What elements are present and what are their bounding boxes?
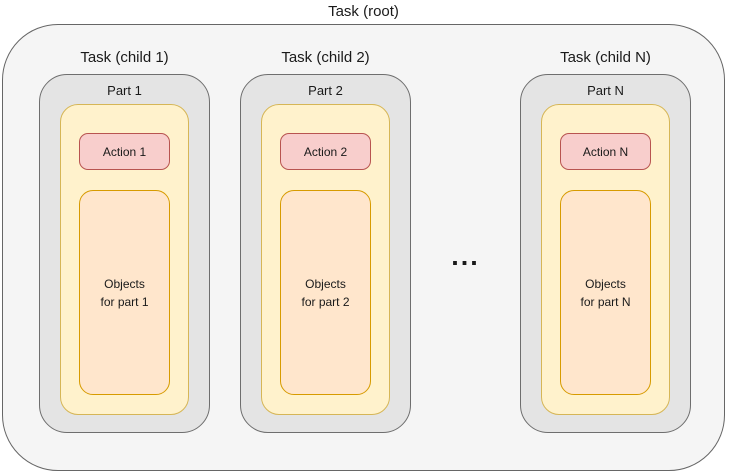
objects-1-label-line2: for part 1 xyxy=(100,294,149,309)
action-2-box: Action 2 xyxy=(280,133,371,170)
objects-2-label-line2: for part 2 xyxy=(301,294,350,309)
more-children-ellipsis: ... xyxy=(451,241,480,271)
part-1-label: Part 1 xyxy=(107,83,142,98)
objects-2-label-line1: Objects xyxy=(305,276,346,291)
action-2-label: Action 2 xyxy=(303,144,348,159)
root-task-label: Task (root) xyxy=(328,3,399,20)
part-2-inner-box: Action 2 Objects for part 2 xyxy=(261,104,390,415)
part-N-label: Part N xyxy=(587,83,624,98)
part-N-inner-box: Action N Objects for part N xyxy=(541,104,670,415)
part-2-label: Part 2 xyxy=(308,83,343,98)
task-child-2: Task (child 2) Part 2 Action 2 Objects f… xyxy=(240,46,411,433)
part-1-inner-box: Action 1 Objects for part 1 xyxy=(60,104,189,415)
task-child-N: Task (child N) Part N Action N Objects f… xyxy=(520,46,691,433)
action-1-label: Action 1 xyxy=(102,144,147,159)
task-child-1-label: Task (child 1) xyxy=(80,49,169,66)
objects-1-label-line1: Objects xyxy=(104,276,145,291)
part-N-box: Part N Action N Objects for part N xyxy=(520,74,691,433)
task-child-2-label: Task (child 2) xyxy=(281,49,370,66)
part-1-box: Part 1 Action 1 Objects for part 1 xyxy=(39,74,210,433)
action-1-box: Action 1 xyxy=(79,133,170,170)
objects-1-box: Objects for part 1 xyxy=(79,190,170,395)
action-N-box: Action N xyxy=(560,133,651,170)
objects-N-label-line1: Objects xyxy=(585,276,626,291)
objects-2-box: Objects for part 2 xyxy=(280,190,371,395)
objects-N-box: Objects for part N xyxy=(560,190,651,395)
objects-N-label-line2: for part N xyxy=(580,294,631,309)
action-N-label: Action N xyxy=(582,144,629,159)
part-2-box: Part 2 Action 2 Objects for part 2 xyxy=(240,74,411,433)
task-child-N-label: Task (child N) xyxy=(560,49,651,66)
task-child-1: Task (child 1) Part 1 Action 1 Objects f… xyxy=(39,46,210,433)
